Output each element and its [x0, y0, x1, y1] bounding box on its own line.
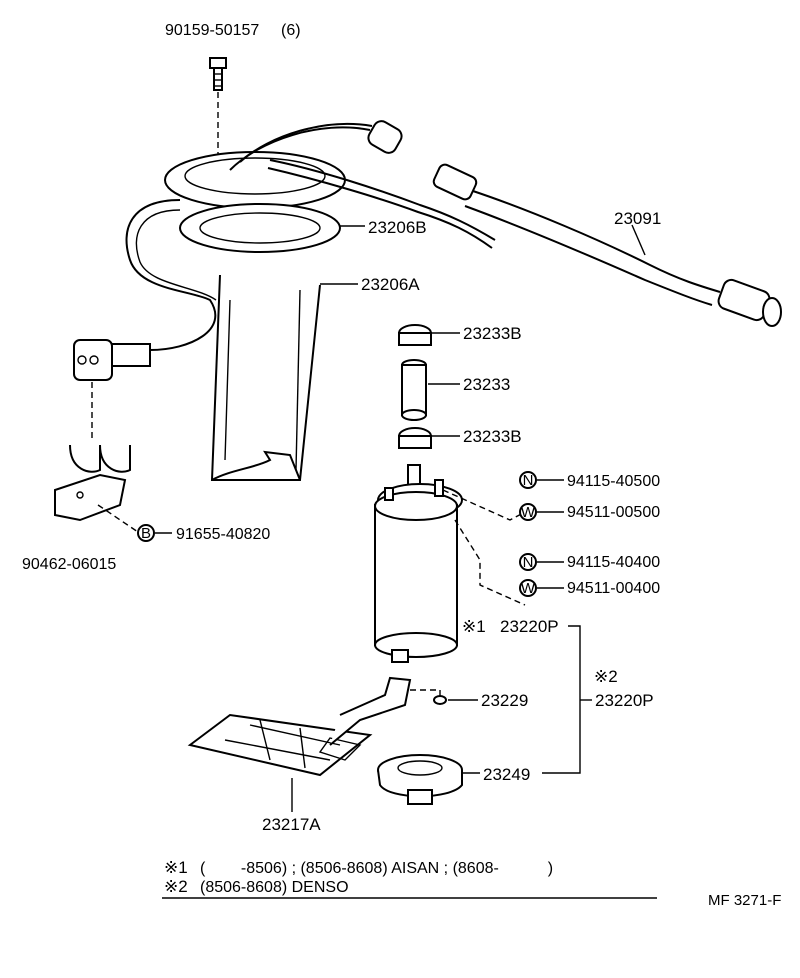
bracket-part-number: 23206A	[361, 275, 420, 294]
bolt-part-number: 90159-50157	[165, 22, 259, 39]
marker-n-2: N	[519, 553, 537, 571]
hose-part-number: 23233	[463, 375, 510, 394]
bolt-drawing	[209, 57, 227, 172]
footnote-2-text: (8506-8608) DENSO	[200, 879, 349, 896]
marker-w-1-letter: W	[521, 504, 536, 521]
fuel-hose-part-number: 23091	[614, 209, 661, 228]
nut-2-part-number: 94115-40400	[567, 554, 660, 571]
marker-n-2-letter: N	[523, 554, 534, 571]
marker-w-2: W	[519, 579, 537, 597]
leader-lines	[155, 224, 646, 774]
marker-b: B	[137, 524, 155, 542]
cushion-part-number: 23249	[483, 765, 530, 784]
pump-1-part-number: 23220P	[500, 617, 559, 636]
footnote-1-mark: ※1	[164, 858, 188, 877]
clip-drawing	[54, 444, 139, 533]
nut-1-part-number: 94115-40500	[567, 473, 660, 490]
hose-drawing	[398, 324, 432, 449]
bolt-b-part-number: 91655-40820	[176, 526, 270, 543]
clamp-bottom-part-number: 23233B	[463, 427, 522, 446]
figure-code: MF 3271-F	[708, 892, 781, 909]
connector-drawing	[73, 339, 151, 440]
gasket-part-number: 23206B	[368, 218, 427, 237]
pump-1-note-mark: ※1	[462, 617, 486, 636]
clamp-top-part-number: 23233B	[463, 324, 522, 343]
footnotes: ※1 ( -8506) ; (8506-8608) AISAN ; (8608-…	[162, 858, 657, 899]
marker-w-1: W	[519, 503, 537, 521]
cushion-drawing	[377, 754, 463, 805]
marker-n-1: N	[519, 471, 537, 489]
footnote-1-text: ( -8506) ; (8506-8608) AISAN ; (8608- )	[200, 860, 553, 877]
filter-part-number: 23217A	[262, 815, 321, 834]
marker-w-2-letter: W	[521, 580, 536, 597]
bolt-quantity: (6)	[281, 22, 301, 39]
spacer-drawing	[410, 689, 447, 705]
washer-1-part-number: 94511-00500	[567, 504, 660, 521]
filter-drawing	[187, 676, 412, 812]
pump-2-part-number: 23220P	[595, 691, 654, 710]
pump-2-note-mark: ※2	[594, 667, 618, 686]
footnote-2-mark: ※2	[164, 877, 188, 896]
fuel-hose-drawing	[432, 163, 782, 327]
marker-n-1-letter: N	[523, 472, 534, 489]
spacer-part-number: 23229	[481, 691, 528, 710]
clip-part-number: 90462-06015	[22, 556, 116, 573]
bolt-label-group: 90159-50157 (6)	[165, 22, 301, 39]
washer-2-part-number: 94511-00400	[567, 580, 660, 597]
fuel-pump-drawing	[374, 464, 526, 663]
pump-bracket-drawing	[125, 120, 496, 481]
marker-b-letter: B	[141, 525, 151, 542]
